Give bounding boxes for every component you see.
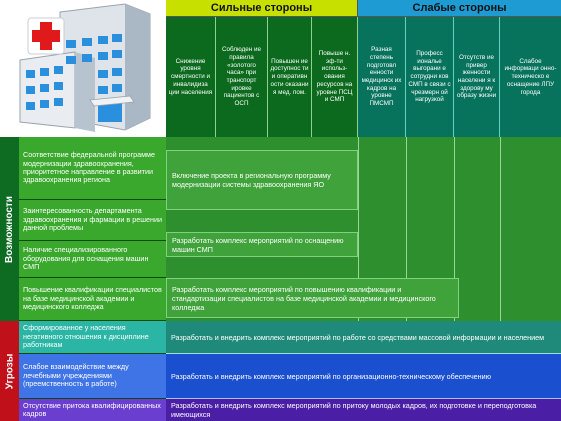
row-label-5: Сформированное у населения негативного о… — [19, 321, 166, 354]
weakness-column-2: Професс иональе выгорани е сотрудни ков … — [406, 17, 454, 137]
action-cell-3: Разработать комплекс мероприятий по осна… — [166, 232, 358, 257]
opportunities-side-label: Возможности — [0, 137, 19, 321]
row-label-7: Отсутствие притока квалифицированных кад… — [19, 399, 166, 421]
action-cell-4: Разработать комплекс мероприятий по повы… — [166, 278, 459, 318]
weakness-column-4: Слабое информаци онно-техническо е оснащ… — [500, 17, 561, 137]
row-label-2: Заинтересованность департамента здравоох… — [19, 200, 166, 241]
weaknesses-header: Слабые стороны — [358, 0, 561, 17]
hospital-building-icon — [19, 3, 151, 132]
strengths-header: Сильные стороны — [166, 0, 358, 17]
row-label-4: Повышение квалификации специалистов на б… — [19, 278, 166, 321]
red-cross-icon — [27, 17, 65, 55]
strengths-title: Сильные стороны — [210, 2, 313, 14]
action-cell-7: Разработать и внедрить комплекс мероприя… — [166, 399, 561, 421]
action-cell-1: Включение проекта в региональную програм… — [166, 150, 358, 210]
row-label-3: Наличие специализированного оборудования… — [19, 241, 166, 278]
action-cell-6: Разработать и внедрить комплекс мероприя… — [166, 354, 561, 399]
strength-column-4: Повыше н. эф-ти использ-ования ресурсов … — [312, 17, 358, 137]
strength-column-3: Повышен ие доступнос ти и оперативн ости… — [268, 17, 312, 137]
row-label-1: Соответствие федеральной программе модер… — [19, 137, 166, 200]
hospital-illustration — [0, 0, 166, 137]
action-cell-5: Разработать и внедрить комплекс мероприя… — [166, 321, 561, 354]
weakness-column-1: Разная степень подготовл енности медицин… — [358, 17, 406, 137]
strength-column-2: Соблюден ие правила «золотого часа» при … — [216, 17, 268, 137]
row-label-6: Слабое взаимодействие между лечебными уч… — [19, 354, 166, 399]
threats-side-label: Угрозы — [0, 321, 19, 421]
strength-column-1: Снижение уровня смертности и инвалидиза … — [166, 17, 216, 137]
weakness-column-3: Отсутств ие привер женности населени я к… — [454, 17, 500, 137]
weaknesses-title: Слабые стороны — [412, 2, 507, 14]
